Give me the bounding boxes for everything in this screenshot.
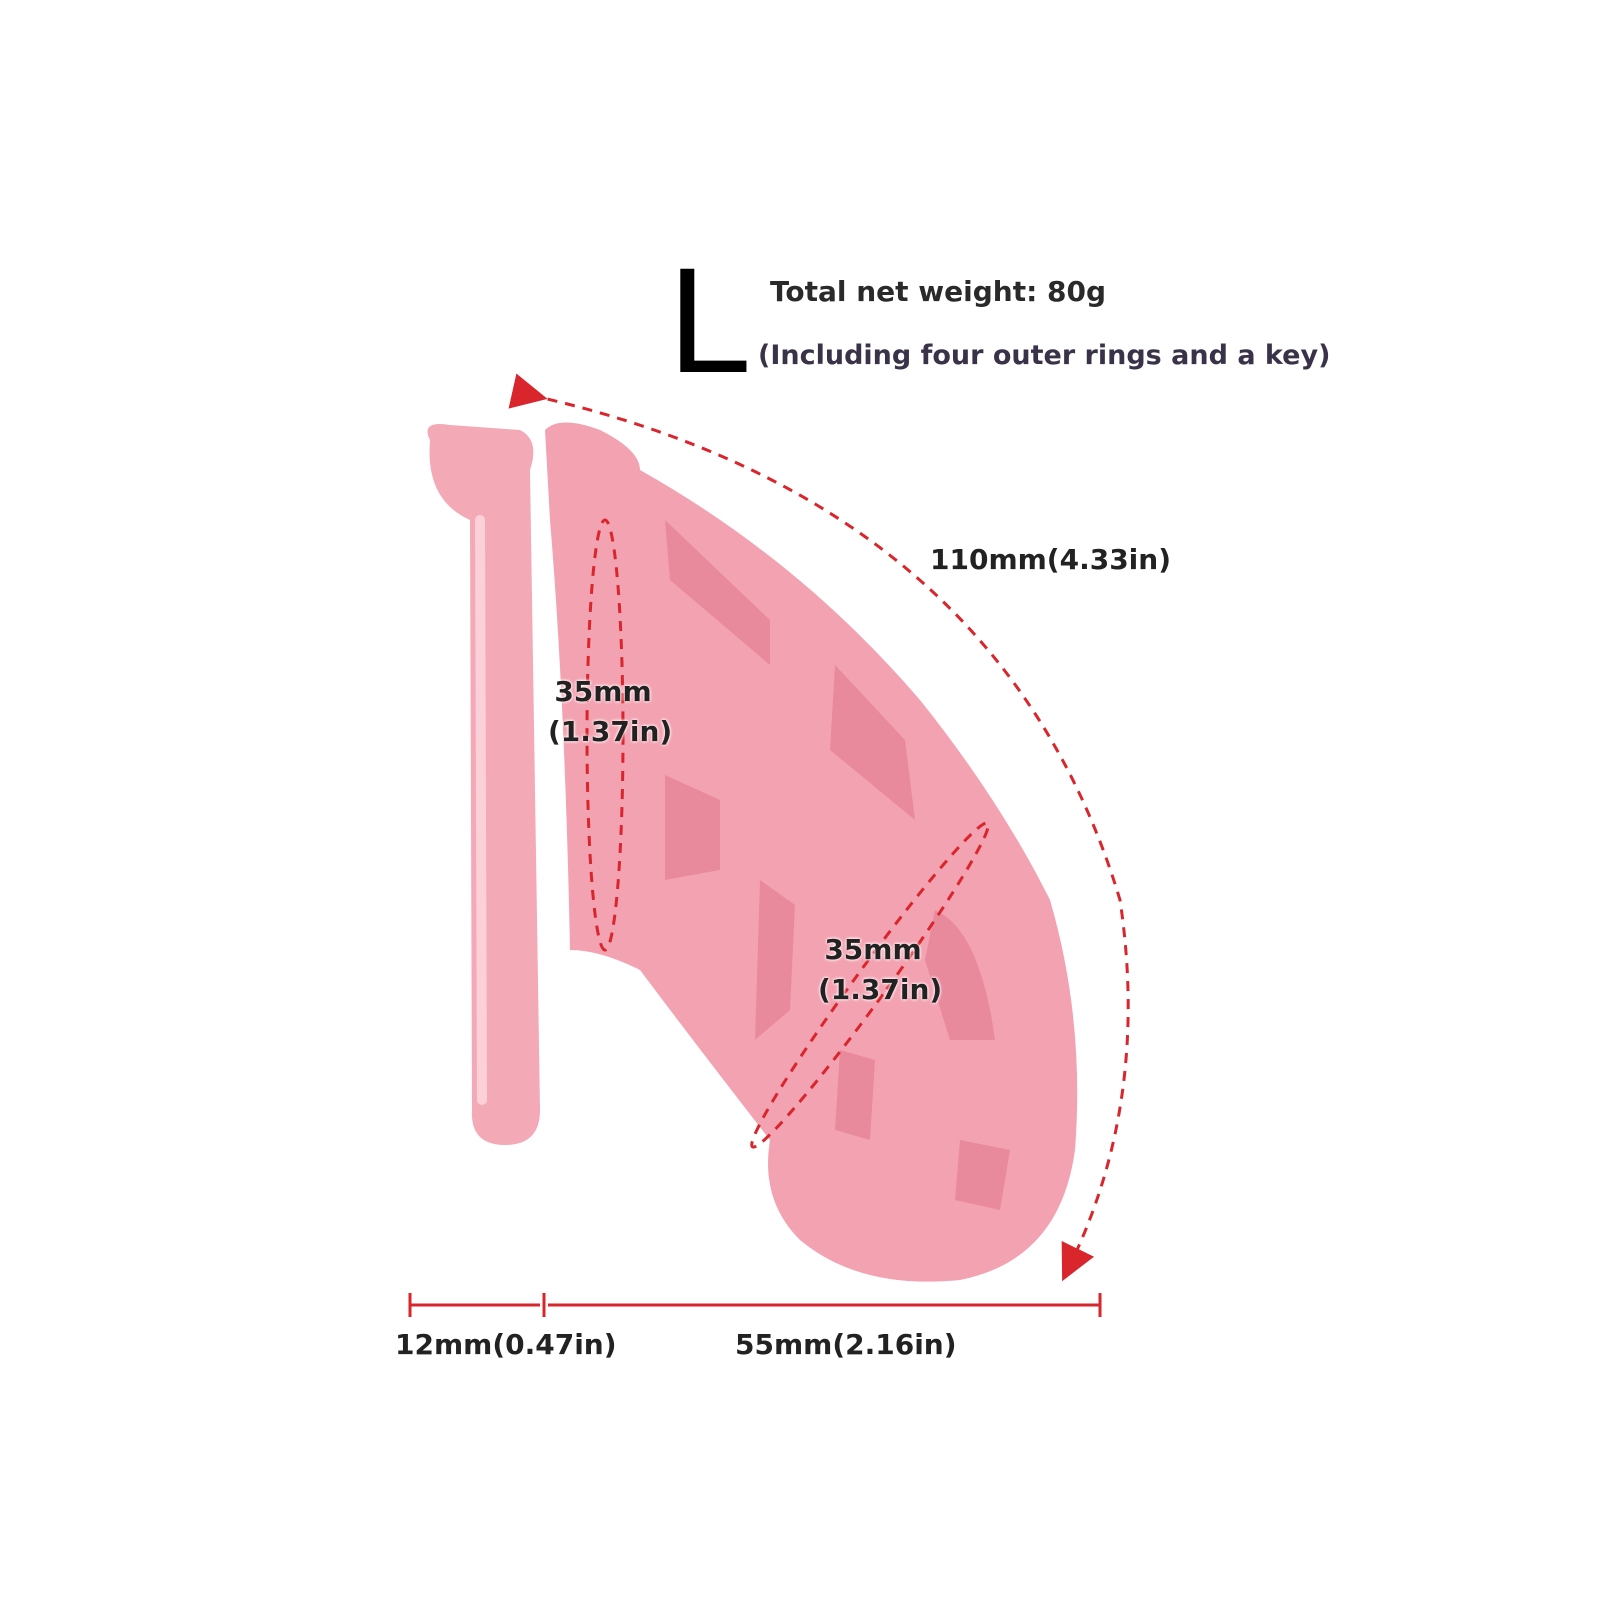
size-label: L — [668, 236, 752, 404]
gap-label: 12mm(0.47in) — [395, 1328, 617, 1361]
ring-diameter-mm: 35mm — [554, 675, 652, 708]
length-arc — [508, 373, 1130, 1282]
length-label: 110mm(4.33in) — [930, 543, 1172, 576]
ring-diameter-ellipse — [585, 518, 625, 952]
weight-text: Total net weight: 80g — [770, 275, 1107, 308]
tip-diameter-mm: 35mm — [824, 933, 922, 966]
bottom-dimension-lines — [408, 1293, 1102, 1317]
ring-diameter-in: (1.37in) — [548, 715, 673, 748]
base-ring — [427, 424, 540, 1145]
weight-note: (Including four outer rings and a key) — [758, 340, 1331, 371]
tip-diameter-ellipse — [750, 821, 990, 1149]
depth-label: 55mm(2.16in) — [735, 1328, 957, 1361]
tip-diameter-in: (1.37in) — [818, 973, 943, 1006]
